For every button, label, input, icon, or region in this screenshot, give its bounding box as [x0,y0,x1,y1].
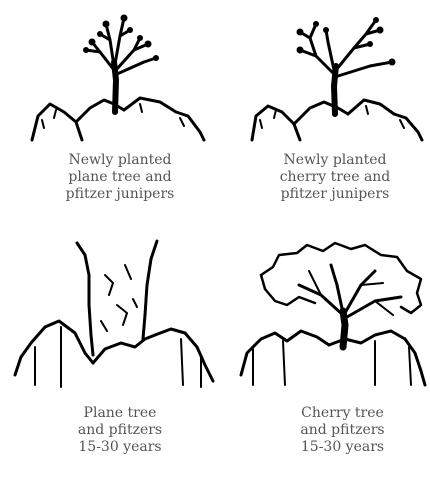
caption-cherry-mature: Cherry tree and pfitzers 15-30 years [265,405,420,456]
caption-newly-planted-cherry: Newly planted cherry tree and pfitzer ju… [240,152,430,203]
caption-newly-planted-plane: Newly planted plane tree and pfitzer jun… [20,152,220,203]
plane-mature-drawing [5,235,220,405]
cherry-sapling-drawing [230,0,430,150]
caption-plane-mature: Plane tree and pfitzers 15-30 years [45,405,195,456]
panel-cherry-mature: Cherry tree and pfitzers 15-30 years [225,235,430,479]
panel-newly-planted-plane: Newly planted plane tree and pfitzer jun… [20,0,220,225]
panel-plane-mature: Plane tree and pfitzers 15-30 years [5,235,220,479]
plane-sapling-drawing [20,0,220,150]
panel-newly-planted-cherry: Newly planted cherry tree and pfitzer ju… [230,0,430,225]
cherry-mature-drawing [225,235,430,405]
